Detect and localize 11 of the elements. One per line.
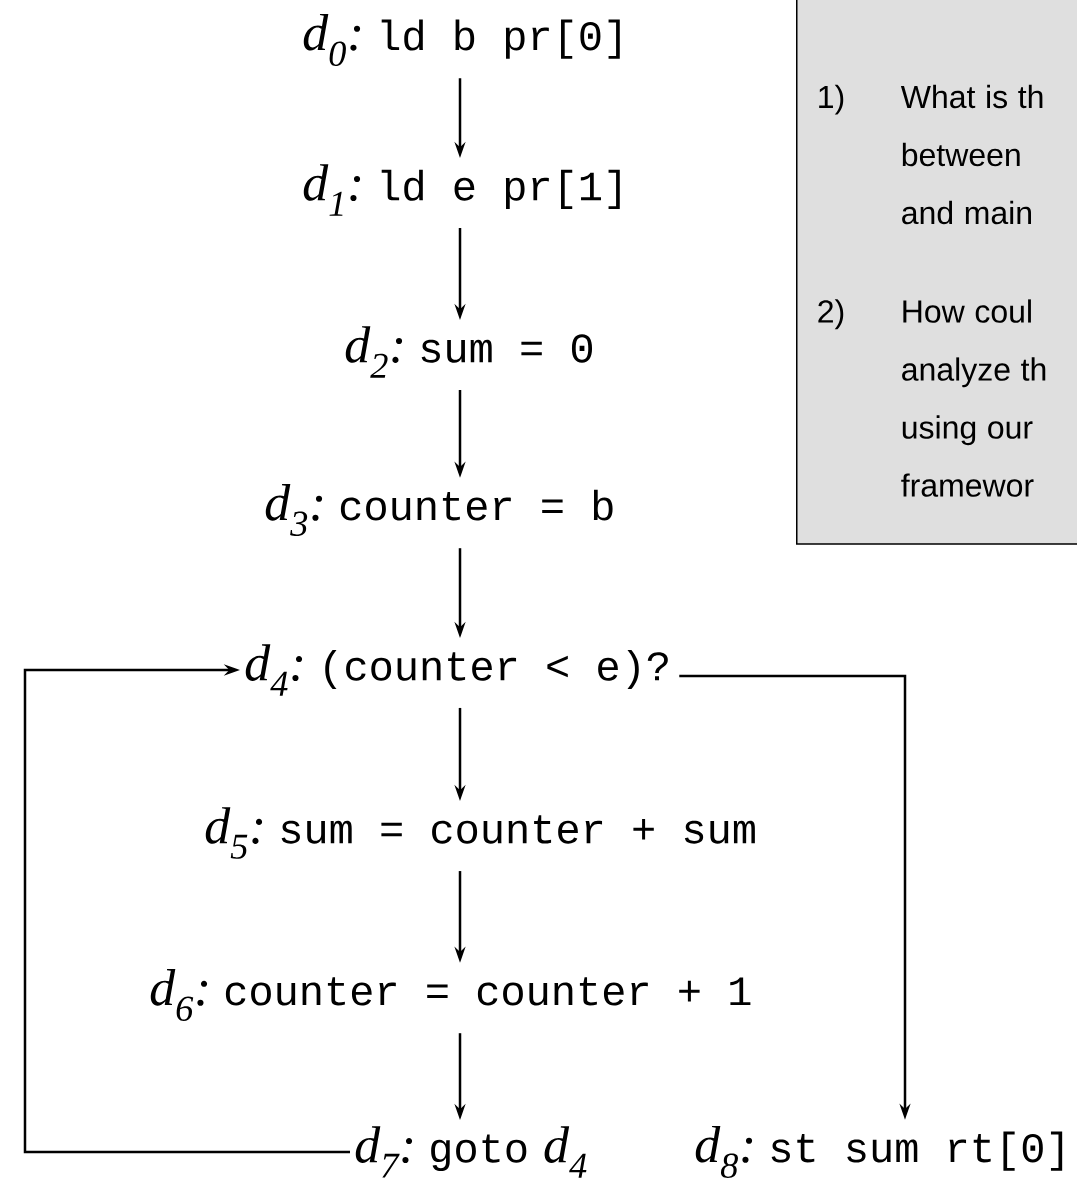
code-line: d$_{3}$: counter = b — [265, 484, 613, 536]
code-line: d$_{6}$: counter = counter + 1 — [150, 969, 751, 1021]
code-line: d$_{5}$: sum = counter + sum — [205, 807, 755, 859]
code-line: d$_{2}$: sum = 0 — [345, 326, 593, 378]
code-line: d$_{0}$: ld b pr[0] — [303, 13, 620, 67]
code-line: d$_{7}$: goto d$_{4}$ — [355, 1126, 587, 1178]
arrow — [23, 664, 350, 1154]
code-line: d$_{1}$: ld e pr[1] — [303, 164, 620, 216]
question-box: 1) What is th between and main 2) How coul analyze th using our framewor — [796, 0, 1077, 545]
code-line: d$_{8}$: st sum rt[0] — [695, 1125, 1063, 1179]
code-line: d$_{4}$: (counter < e)? — [245, 644, 668, 696]
